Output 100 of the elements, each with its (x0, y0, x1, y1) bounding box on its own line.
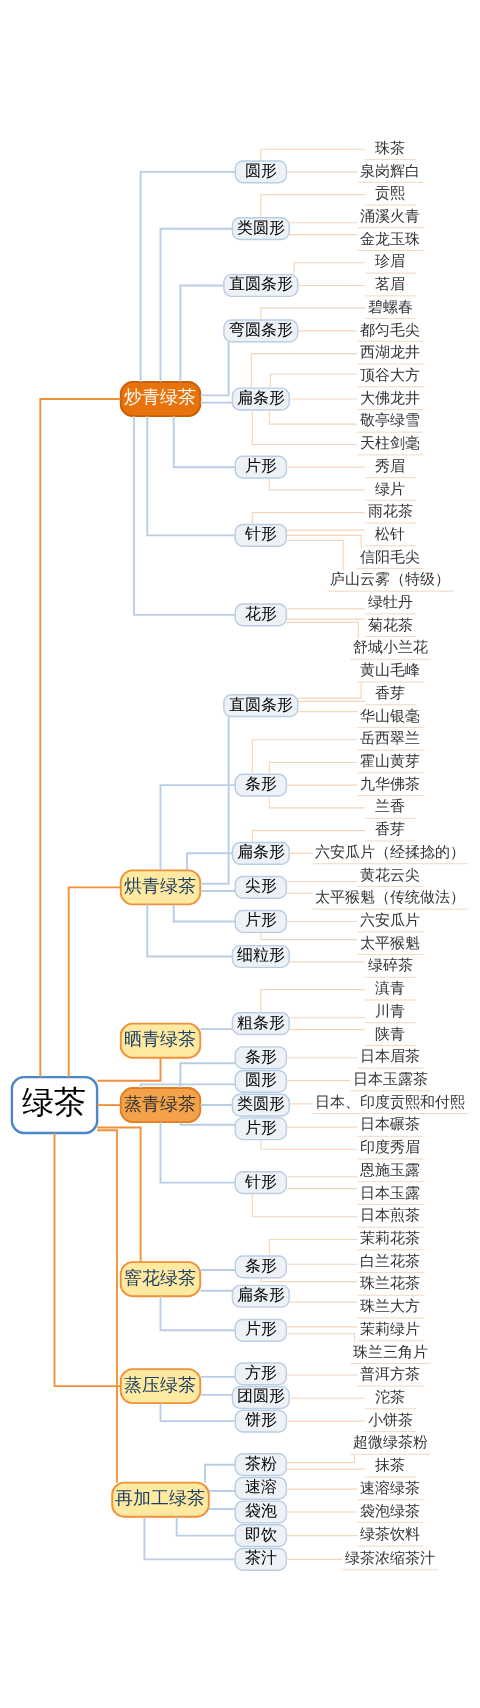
connector (268, 477, 366, 490)
connector (285, 1373, 358, 1376)
node-box: 茶粉 (234, 1452, 288, 1476)
node-text: 超微绿茶粉 (352, 1432, 428, 1451)
node-text: 碧螺春 (367, 297, 413, 316)
node-text: 印度秀眉 (360, 1137, 421, 1156)
node-text: 滇青 (375, 978, 406, 997)
connector (288, 221, 358, 223)
node-text: 贡熙 (375, 183, 406, 202)
node-box: 袋泡 (234, 1499, 288, 1524)
connector (199, 401, 234, 404)
node-text: 速溶绿茶 (360, 1478, 421, 1497)
node-text: 菊花茶 (367, 615, 413, 634)
node-box: 直圆条形 (223, 693, 299, 717)
connector (297, 700, 366, 702)
node-text: 信阳毛尖 (360, 547, 421, 566)
node-text: 日本玉露 (360, 1183, 421, 1202)
node-box: 片形 (234, 1318, 288, 1342)
node-text: 珠兰三角片 (352, 1342, 428, 1361)
node-text: 庐山云雾（特级） (330, 569, 451, 588)
connector (285, 1488, 358, 1490)
connector (268, 1238, 358, 1256)
connector (133, 414, 237, 616)
connector (285, 1175, 358, 1177)
node-box: 饼形 (234, 1409, 288, 1433)
node-box: 方形 (234, 1361, 288, 1385)
node-text: 绿茶饮料 (360, 1524, 421, 1543)
node-box: 圆形 (234, 159, 288, 183)
connector (285, 607, 366, 609)
node-box: 片形 (234, 909, 288, 933)
node-box: 圆形 (234, 1069, 288, 1093)
connector (288, 960, 366, 962)
node-text: 霍山黄芽 (360, 751, 421, 770)
connector (285, 466, 366, 468)
connector (207, 1489, 236, 1492)
connector (260, 148, 366, 161)
connector (96, 1103, 122, 1106)
connector (146, 414, 236, 536)
connector (288, 1028, 366, 1030)
connector (285, 539, 344, 571)
node-box: 炒青绿茶 (119, 380, 202, 417)
node-box: 类圆形 (231, 216, 290, 240)
connector (285, 170, 358, 172)
node-box: 烘青绿茶 (119, 868, 202, 905)
connector (67, 885, 122, 1078)
connector (199, 1268, 237, 1271)
node-text: 珍眉 (375, 251, 406, 270)
connector (260, 193, 366, 218)
connector (268, 795, 366, 808)
connector (285, 1558, 344, 1560)
node-text: 黄花云尖 (360, 865, 421, 884)
node-box: 细粒形 (231, 944, 290, 968)
connector (260, 988, 366, 1013)
connector (260, 1276, 358, 1282)
node-text: 雨花茶 (367, 501, 413, 520)
node-text: 小饼茶 (367, 1410, 413, 1429)
connector (269, 372, 358, 389)
connector (285, 1453, 356, 1463)
connector (179, 284, 225, 383)
node-text: 太平猴魁（传统做法） (315, 887, 466, 906)
node-box: 花形 (234, 602, 288, 626)
node-box: 窨花绿茶 (119, 1260, 202, 1297)
connector (143, 1515, 236, 1560)
node-text: 普洱方茶 (360, 1364, 421, 1383)
connector (285, 892, 314, 894)
connector (297, 284, 366, 286)
connector (288, 852, 314, 854)
node-text: 泉岗辉白 (360, 161, 421, 180)
node-text: 陕青 (375, 1024, 406, 1043)
node-text: 绿茶浓缩茶汁 (345, 1548, 436, 1567)
connector (179, 1061, 236, 1089)
connector (285, 784, 358, 786)
connector (285, 1534, 358, 1536)
connector (285, 1056, 358, 1058)
connector (199, 340, 230, 396)
connector (285, 534, 362, 548)
node-text: 都匀毛尖 (360, 320, 421, 338)
node-text: 绿牡丹 (367, 592, 413, 611)
connector (285, 1510, 358, 1513)
node-text: 六安瓜片 (360, 910, 421, 929)
node-text: 抹茶 (375, 1455, 406, 1474)
node-box: 蒸压绿茶 (119, 1367, 202, 1404)
node-box: 针形 (234, 1170, 288, 1194)
node-text: 日本煎茶 (360, 1205, 421, 1224)
node-text: 日本、印度贡熙和付熙 (315, 1092, 466, 1111)
node-text: 绿碎茶 (367, 955, 413, 974)
node-box: 片形 (234, 1116, 288, 1140)
node-box: 速溶 (234, 1476, 288, 1500)
node-box: 蒸青绿茶 (119, 1086, 202, 1123)
connector (250, 352, 358, 389)
node-box: 条形 (234, 1045, 288, 1069)
node-text: 敬亭绿雪 (360, 410, 421, 429)
node-text: 茉莉花茶 (360, 1228, 421, 1247)
connector (288, 1102, 314, 1104)
connector (297, 681, 362, 699)
node-text: 秀眉 (375, 456, 406, 475)
connector (285, 1126, 358, 1128)
connector (285, 1079, 351, 1081)
connector (288, 398, 358, 400)
connector (199, 1289, 234, 1292)
